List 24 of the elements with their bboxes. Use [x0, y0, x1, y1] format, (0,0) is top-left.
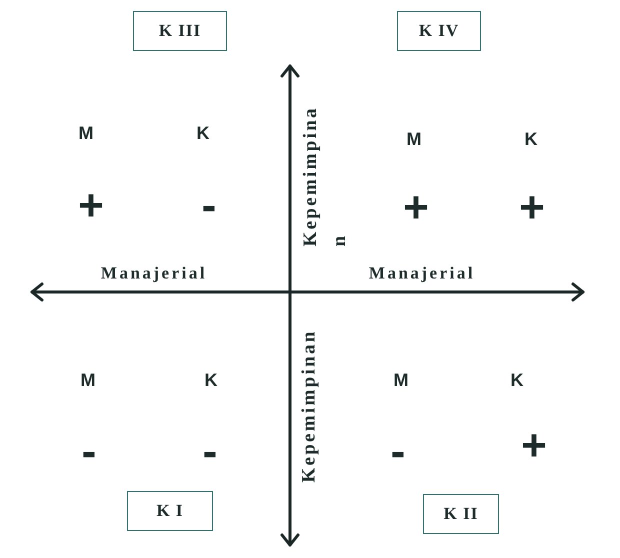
sign-symbol: +: [519, 186, 545, 230]
sign-symbol: -: [202, 184, 216, 228]
axis-label: Kepemimpinan: [300, 329, 318, 483]
axis-label: Manajerial: [100, 264, 208, 282]
sign-symbol: +: [403, 186, 429, 230]
column-letter: K: [204, 371, 218, 389]
column-letter: M: [394, 371, 408, 389]
quadrant-box: K IV: [397, 11, 481, 51]
quadrant-box: K III: [133, 11, 227, 51]
sign-symbol: +: [521, 424, 547, 468]
sign-symbol: -: [390, 430, 406, 474]
sign-symbol: -: [82, 430, 96, 474]
column-letter: K: [524, 130, 538, 148]
column-letter: M: [80, 371, 96, 389]
column-letter: K: [196, 124, 210, 142]
axis-label: Manajerial: [368, 264, 476, 282]
sign-symbol: +: [78, 184, 104, 228]
axis-label: Kepemimpinan: [299, 105, 351, 246]
column-letter: M: [406, 130, 422, 148]
quadrant-box: K I: [127, 491, 213, 531]
sign-symbol: -: [202, 430, 218, 474]
quadrant-box: K II: [423, 494, 499, 534]
column-letter: M: [78, 124, 94, 142]
column-letter: K: [510, 371, 524, 389]
